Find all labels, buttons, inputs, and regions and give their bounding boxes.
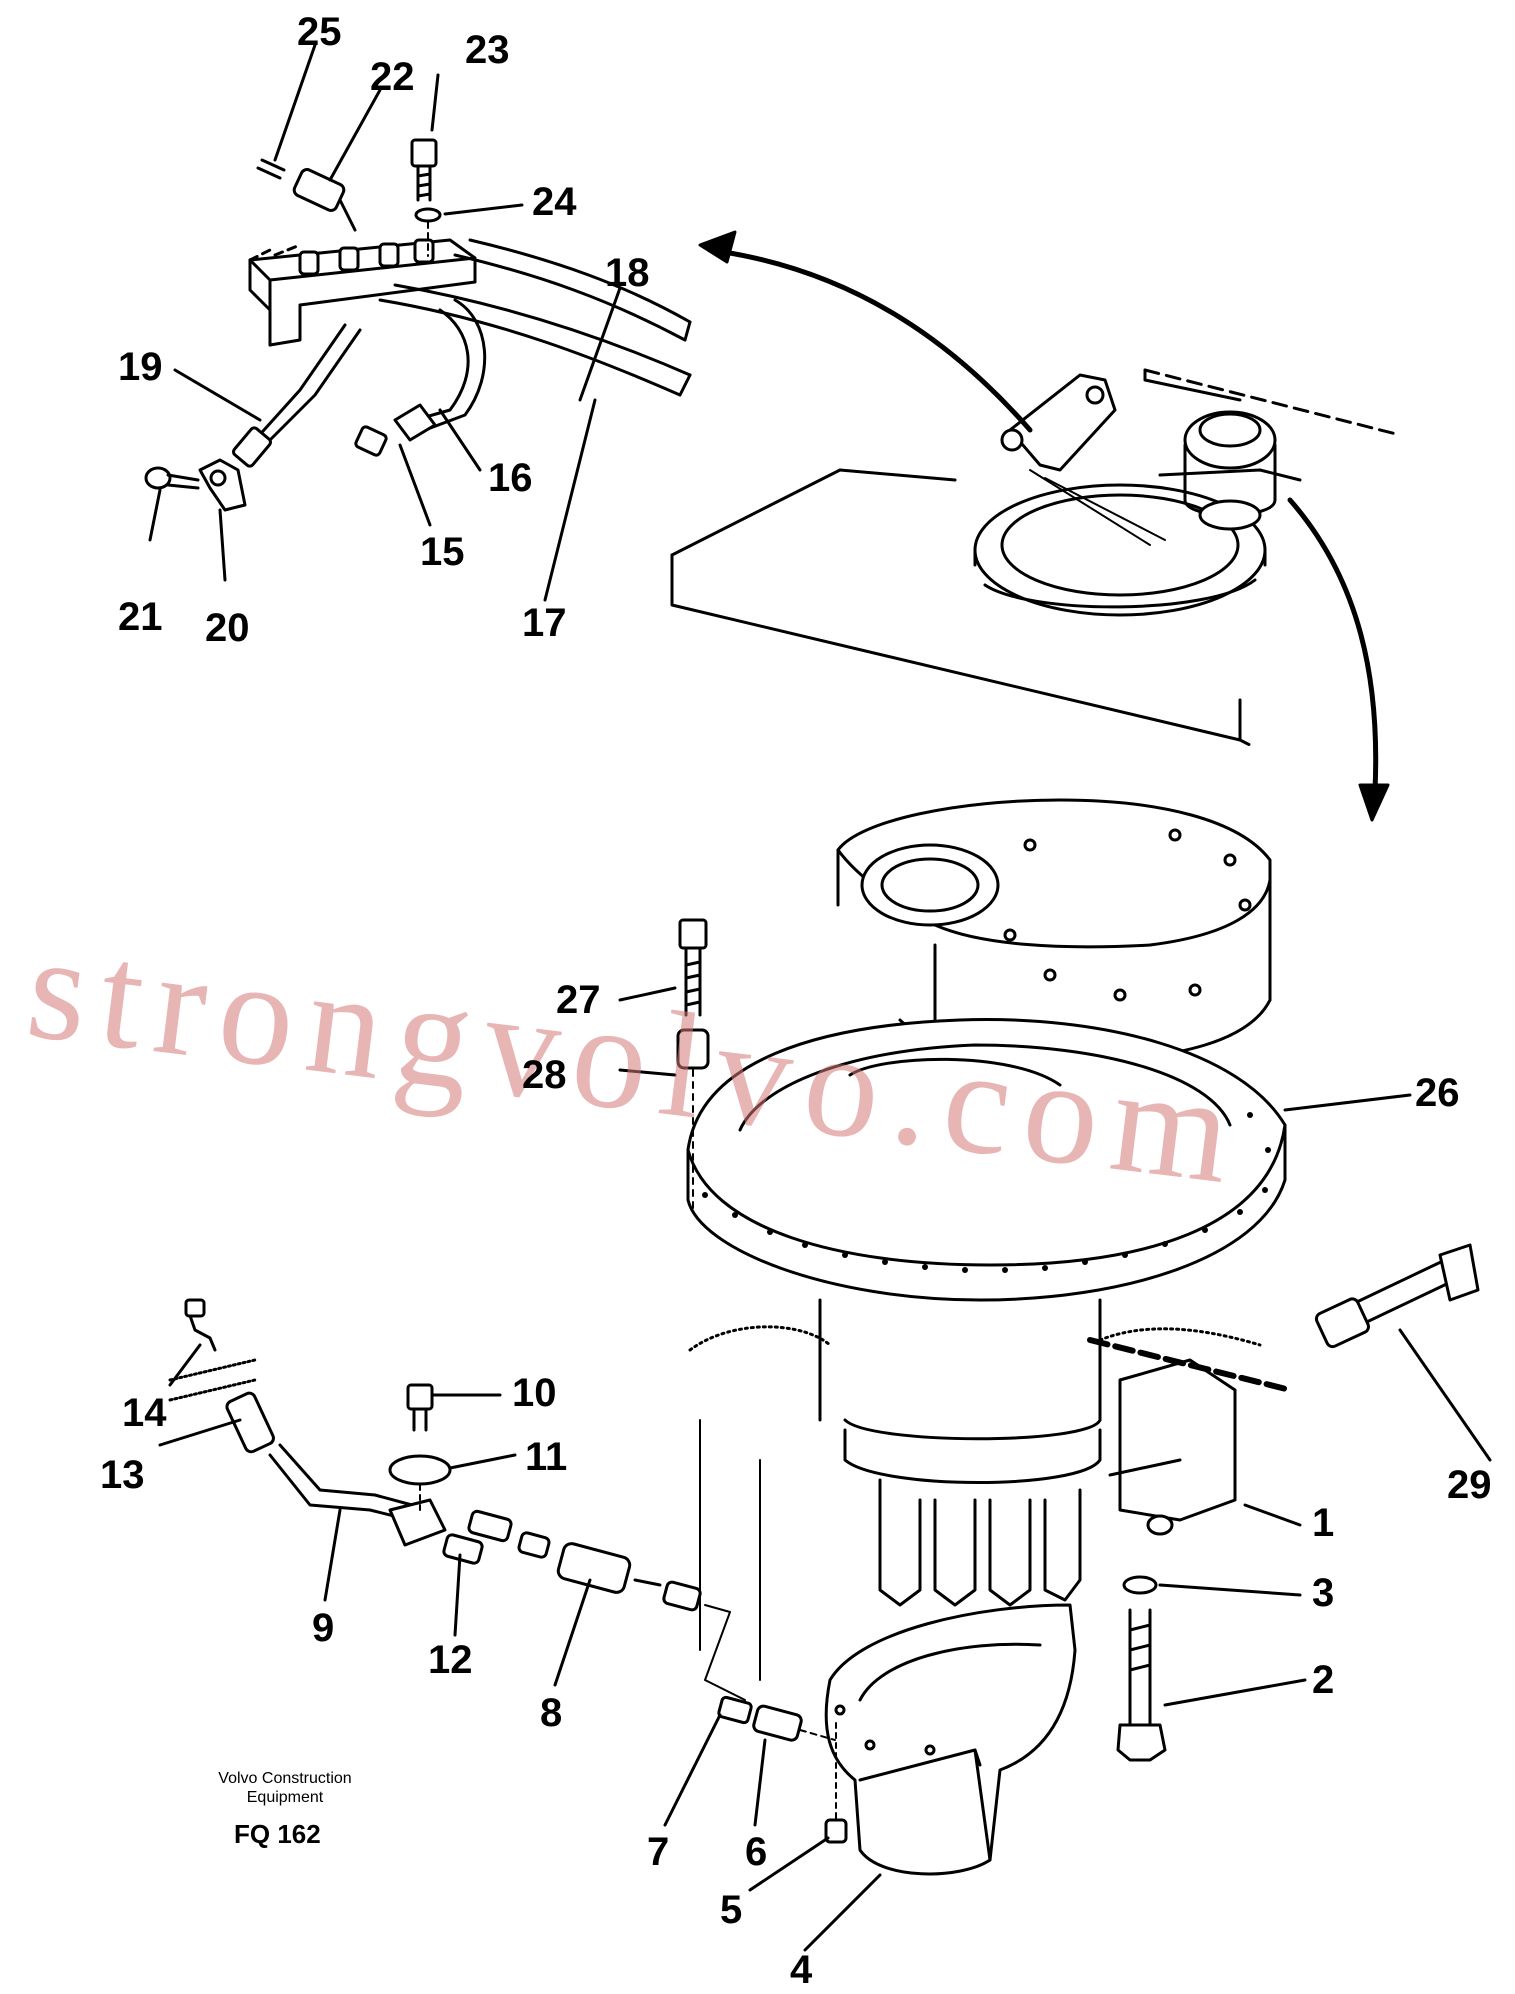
leader-lines (148, 43, 1492, 1952)
bolt-spacer (676, 918, 710, 1211)
callout-24: 24 (532, 180, 577, 224)
callout-21: 21 (118, 595, 163, 639)
callout-8: 8 (540, 1691, 563, 1735)
callout-26: 26 (1415, 1071, 1460, 1115)
callout-19: 19 (118, 345, 163, 389)
callout-7: 7 (647, 1830, 670, 1874)
fitting-29 (1314, 1243, 1480, 1349)
callout-22: 22 (370, 55, 415, 99)
cover (824, 1603, 1077, 1876)
frame-view (670, 230, 1402, 822)
caption-company-line1: Volvo Construction (218, 1770, 352, 1787)
callout-27: 27 (556, 978, 601, 1022)
caption-company-line2: Equipment (246, 1789, 324, 1806)
callout-25: 25 (297, 10, 342, 54)
callout-16: 16 (488, 456, 533, 500)
callout-5: 5 (720, 1888, 743, 1932)
figure-code: FQ 162 (234, 1819, 321, 1849)
callout-6: 6 (745, 1830, 768, 1874)
callout-15: 15 (420, 530, 465, 574)
callout-4: 4 (790, 1948, 813, 1992)
callout-29: 29 (1447, 1463, 1492, 1507)
callout-2: 2 (1312, 1658, 1335, 1702)
callout-18: 18 (605, 251, 650, 295)
manifold-group (144, 138, 692, 512)
callout-23: 23 (465, 28, 510, 72)
callout-17: 17 (522, 601, 567, 645)
swing-gearbox (686, 798, 1293, 1681)
bolt-washer (1116, 1575, 1167, 1762)
callout-12: 12 (428, 1638, 473, 1682)
callout-9: 9 (312, 1606, 335, 1650)
callout-28: 28 (522, 1053, 567, 1097)
callout-20: 20 (205, 606, 250, 650)
callout-1: 1 (1312, 1501, 1335, 1545)
callout-10: 10 (512, 1371, 557, 1415)
callout-11: 11 (525, 1435, 568, 1479)
callout-14: 14 (122, 1391, 167, 1435)
callout-3: 3 (1312, 1571, 1335, 1615)
callout-13: 13 (100, 1453, 145, 1497)
hydraulic-line-group (168, 1298, 836, 1742)
